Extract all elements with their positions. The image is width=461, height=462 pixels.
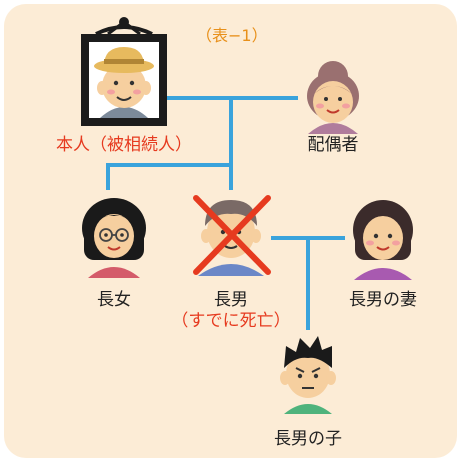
son-deceased-note: （すでに死亡） bbox=[171, 311, 291, 331]
son-wife-label: 長男の妻 bbox=[349, 290, 417, 310]
diagram-title: （表−1） bbox=[196, 26, 268, 45]
woman-glasses-icon bbox=[82, 198, 146, 278]
woman-icon bbox=[353, 200, 413, 280]
grandmother-icon bbox=[307, 61, 359, 134]
son-label: 長男 bbox=[214, 290, 248, 310]
spouse-label: 配偶者 bbox=[307, 135, 359, 155]
man-crossed-out-icon bbox=[193, 195, 271, 276]
daughter-label: 長女 bbox=[97, 290, 131, 310]
grandchild-label: 長男の子 bbox=[274, 429, 342, 449]
connector-lines bbox=[106, 96, 345, 330]
boy-icon bbox=[280, 336, 336, 414]
deceased-label: 本人（被相続人） bbox=[56, 135, 192, 155]
deceased-grandfather-portrait-icon bbox=[81, 17, 167, 126]
